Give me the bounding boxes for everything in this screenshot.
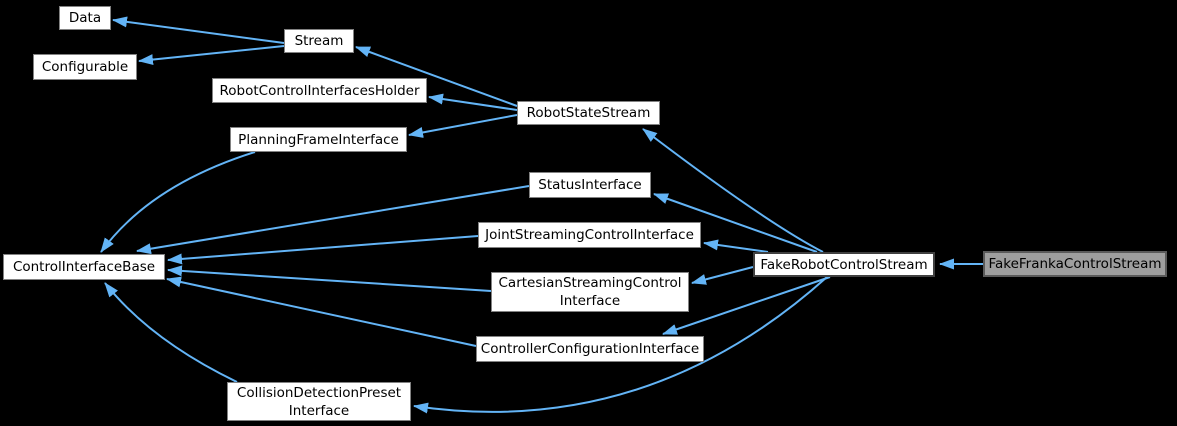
edge-fakerobot-to-cartesian xyxy=(691,266,754,285)
node-cartesian-streaming-control-interface-label: CartesianStreamingControl Interface xyxy=(498,275,682,309)
node-configurable[interactable]: Configurable xyxy=(33,54,137,80)
node-joint-streaming-control-interface[interactable]: JointStreamingControlInterface xyxy=(478,222,701,248)
edge-robotstatestream-to-holder xyxy=(428,93,518,111)
node-data-label: Data xyxy=(68,10,102,26)
node-planning-frame-interface-label: PlanningFrameInterface xyxy=(238,131,399,148)
edge-planning-to-controlbase xyxy=(100,151,256,253)
node-collision-detection-preset-interface[interactable]: CollisionDetectionPreset Interface xyxy=(227,382,411,421)
node-cartesian-streaming-control-interface[interactable]: CartesianStreamingControl Interface xyxy=(491,272,689,312)
edge-robotstatestream-to-planning xyxy=(408,114,518,138)
edge-stream-to-configurable xyxy=(138,45,285,66)
node-configurable-label: Configurable xyxy=(41,59,129,75)
edge-fakerobot-to-controller xyxy=(662,276,831,335)
node-control-interface-base-label: ControlInterfaceBase xyxy=(12,259,156,275)
node-stream-label: Stream xyxy=(294,33,344,49)
edge-robotstatestream-to-stream xyxy=(355,46,518,107)
edge-cartesian-to-controlbase xyxy=(167,265,492,292)
node-planning-frame-interface[interactable]: PlanningFrameInterface xyxy=(230,127,407,152)
edge-collision-to-controlbase xyxy=(104,282,238,383)
edge-status-to-controlbase xyxy=(136,185,530,255)
node-robot-state-stream-label: RobotStateStream xyxy=(526,105,651,121)
node-robot-state-stream[interactable]: RobotStateStream xyxy=(517,101,660,125)
node-robot-control-interfaces-holder[interactable]: RobotControlInterfacesHolder xyxy=(212,78,427,103)
edge-joint-to-controlbase xyxy=(167,235,479,265)
node-joint-streaming-control-interface-label: JointStreamingControlInterface xyxy=(485,227,694,243)
node-fake-franka-control-stream-label: FakeFrankaControlStream xyxy=(988,256,1162,272)
edge-stream-to-data xyxy=(112,16,285,44)
node-control-interface-base[interactable]: ControlInterfaceBase xyxy=(3,254,165,280)
node-stream[interactable]: Stream xyxy=(284,29,354,53)
edge-fakerobot-to-collision xyxy=(413,276,828,414)
node-fake-robot-control-stream-label: FakeRobotControlStream xyxy=(760,256,928,273)
node-collision-detection-preset-interface-label: CollisionDetectionPreset Interface xyxy=(236,384,402,419)
node-data[interactable]: Data xyxy=(59,6,111,30)
edge-fakerobot-to-joint xyxy=(703,239,769,253)
edge-fakerobot-to-status xyxy=(653,193,818,253)
node-status-interface[interactable]: StatusInterface xyxy=(529,172,651,198)
node-controller-configuration-interface[interactable]: ControllerConfigurationInterface xyxy=(476,336,704,362)
node-robot-control-interfaces-holder-label: RobotControlInterfacesHolder xyxy=(219,82,420,99)
node-fake-franka-control-stream: FakeFrankaControlStream xyxy=(983,251,1167,277)
node-status-interface-label: StatusInterface xyxy=(538,177,642,193)
edge-controller-to-controlbase xyxy=(166,276,477,347)
edge-fakerobot-to-robotstatestream xyxy=(642,128,824,253)
node-fake-robot-control-stream[interactable]: FakeRobotControlStream xyxy=(753,252,935,277)
node-controller-configuration-interface-label: ControllerConfigurationInterface xyxy=(480,341,700,357)
